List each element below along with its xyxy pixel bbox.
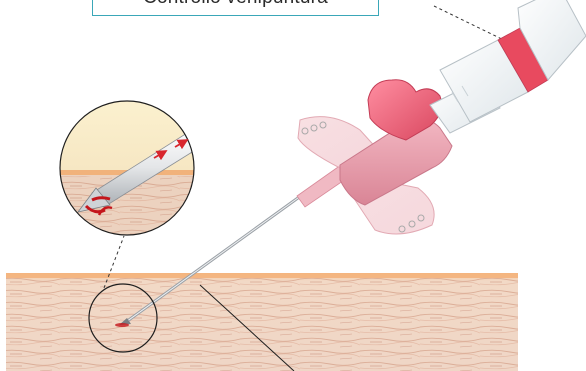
caption-label: Controllo venipuntura xyxy=(93,0,378,9)
caption-box: Controllo venipuntura xyxy=(92,0,379,16)
iv-cannula-device xyxy=(297,0,586,234)
puncture-site xyxy=(115,323,129,327)
skin-tissue-band xyxy=(6,273,518,371)
flashback-detail-zoom xyxy=(60,100,205,242)
